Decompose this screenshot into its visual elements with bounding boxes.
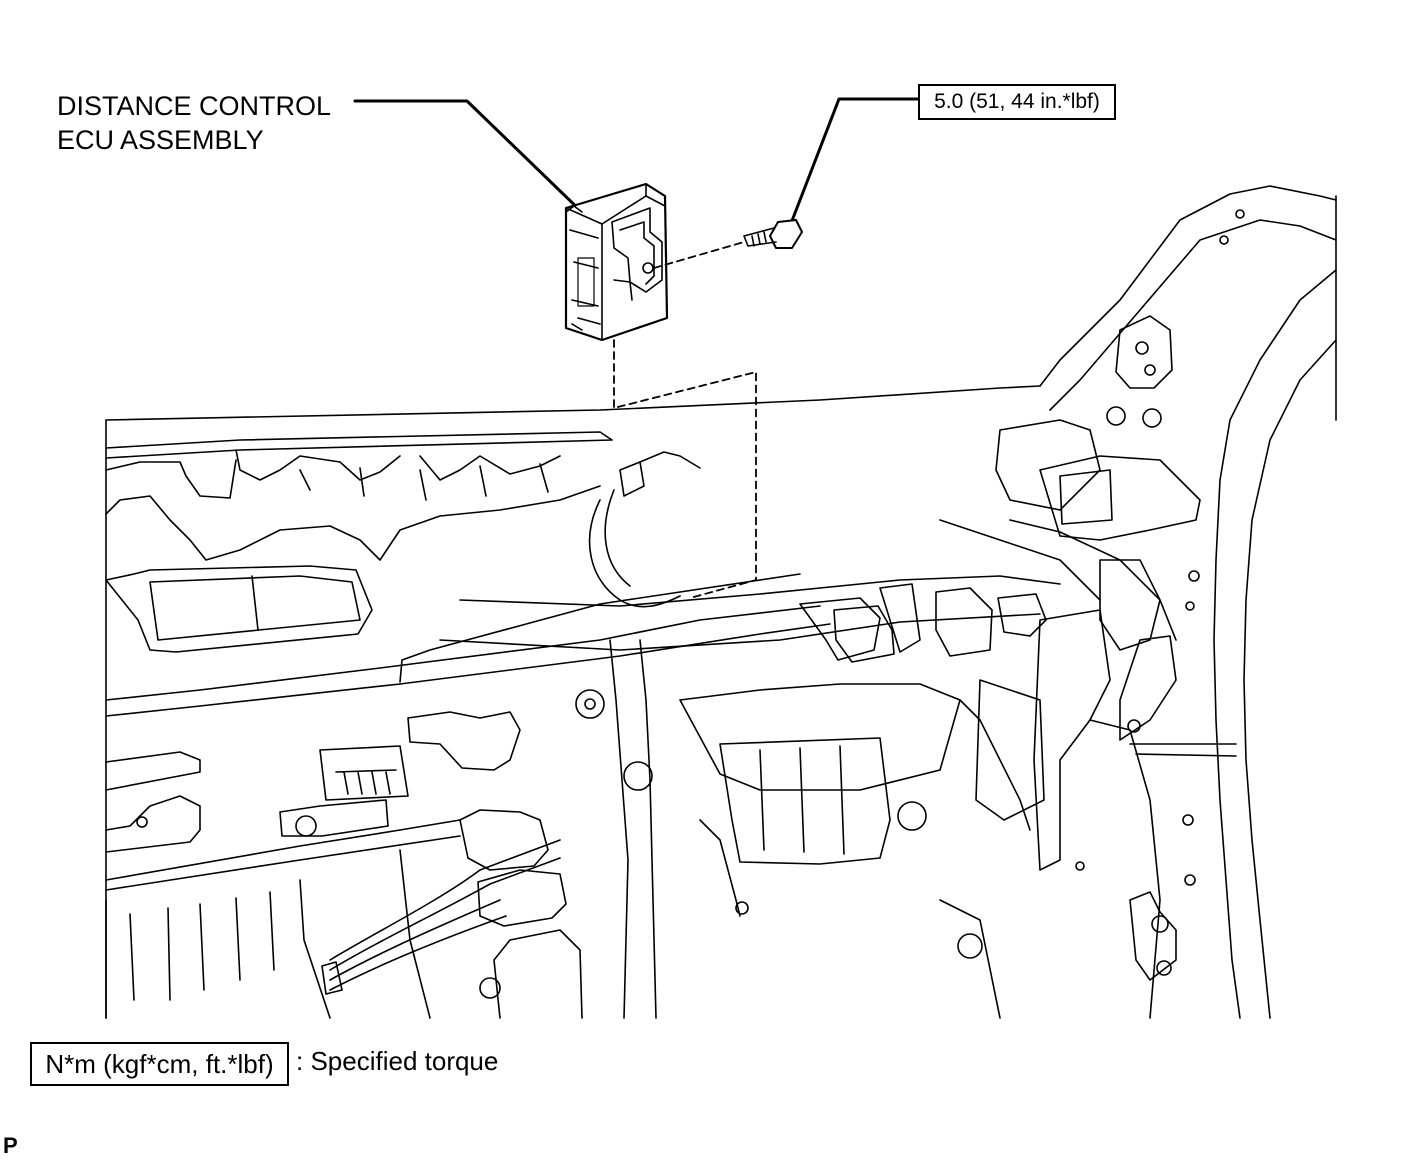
corner-mark: P bbox=[3, 1133, 18, 1158]
torque-callout-box: 5.0 (51, 44 in.*lbf) bbox=[918, 84, 1116, 120]
ecu-callout-line-1: DISTANCE CONTROL bbox=[57, 91, 332, 121]
wire-harness bbox=[321, 451, 701, 1019]
torque-legend-unit-box: N*m (kgf*cm, ft.*lbf) bbox=[30, 1042, 289, 1086]
bolt-leader-line bbox=[788, 97, 920, 228]
body-panel-right bbox=[939, 185, 1337, 1019]
torque-legend-description: : Specified torque bbox=[296, 1046, 499, 1076]
ecu-assembly bbox=[564, 182, 669, 342]
bolt bbox=[743, 219, 803, 249]
diagram-frame-edges bbox=[105, 195, 1337, 1019]
installation-guide bbox=[613, 241, 757, 599]
ecu-callout-line-2: ECU ASSEMBLY bbox=[57, 125, 264, 155]
instrument-panel bbox=[105, 385, 1041, 1019]
ecu-leader-line bbox=[353, 99, 590, 220]
cross-car-beam bbox=[279, 575, 1061, 917]
